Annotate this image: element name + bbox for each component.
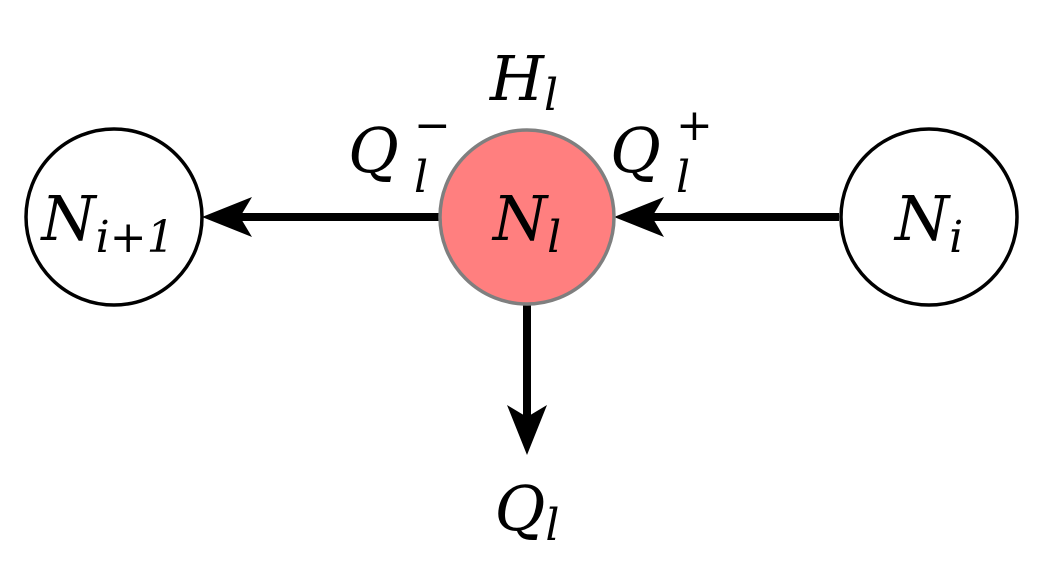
arrow-right-to-center	[614, 197, 839, 237]
label-outflow-left-subscript: l	[414, 152, 428, 203]
arrowhead-center	[614, 197, 664, 237]
label-inflow-right: Q + l	[610, 100, 713, 203]
node-right: Ni	[839, 127, 1019, 307]
node-center: Nl	[438, 128, 616, 306]
node-center-circle	[438, 128, 616, 306]
label-inflow-right-subscript: l	[676, 152, 690, 203]
arrowhead-bottom	[507, 405, 547, 455]
label-outflow-left: Q − l	[348, 100, 451, 203]
label-outflow-left-symbol: Q	[348, 114, 399, 187]
node-right-circle	[839, 127, 1019, 307]
label-inflow-right-superscript: +	[676, 100, 713, 151]
node-left: Ni+1	[24, 127, 204, 307]
node-right-label: Ni	[893, 182, 963, 263]
arrow-center-to-bottom	[507, 304, 547, 455]
label-bottom: Ql	[495, 472, 560, 551]
label-head: Hl	[489, 42, 558, 121]
label-inflow-right-symbol: Q	[610, 114, 661, 187]
node-left-circle	[24, 127, 204, 307]
node-center-label: Nl	[491, 182, 561, 263]
node-left-label: Ni+1	[39, 182, 174, 263]
label-outflow-left-superscript: −	[414, 100, 451, 151]
arrowhead-left	[202, 197, 252, 237]
arrow-center-to-left	[202, 197, 441, 237]
